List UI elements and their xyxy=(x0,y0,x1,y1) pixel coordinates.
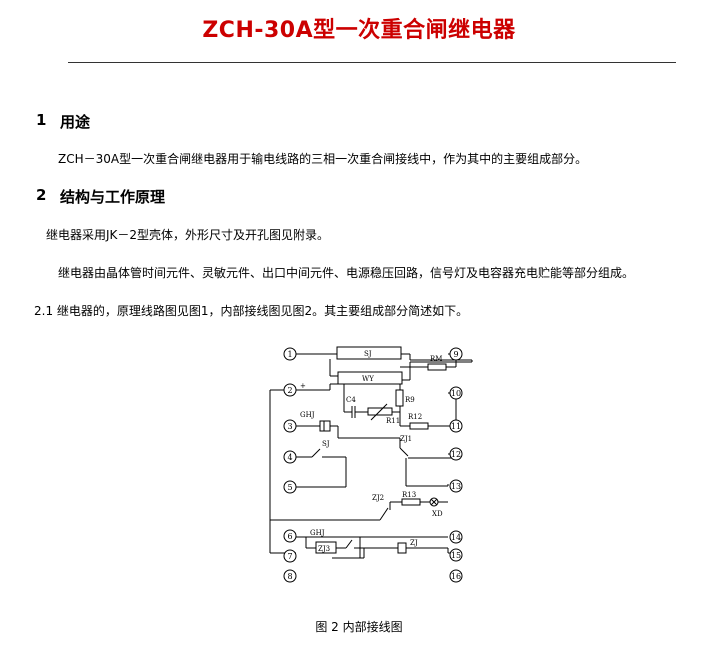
svg-text:9: 9 xyxy=(453,350,458,359)
title-rule xyxy=(68,62,676,63)
r12-resistor xyxy=(409,422,429,430)
terminal-9: 9 xyxy=(449,347,463,361)
terminal-1: 1 xyxy=(283,347,297,361)
section-1-title: 用途 xyxy=(60,113,91,131)
label-ghj-bottom: GHJ xyxy=(310,529,325,537)
terminal-3: 3 xyxy=(283,419,297,433)
svg-text:13: 13 xyxy=(451,482,461,491)
terminal-4: 4 xyxy=(283,450,297,464)
label-wy-box: WY xyxy=(362,375,374,383)
plus-sign: + xyxy=(300,382,306,390)
terminal-13: 13 xyxy=(449,479,463,493)
svg-text:7: 7 xyxy=(287,552,292,561)
section-2-title: 结构与工作原理 xyxy=(60,188,166,206)
terminal-6: 6 xyxy=(283,529,297,543)
svg-text:2: 2 xyxy=(287,386,292,395)
label-r9: R9 xyxy=(405,396,415,404)
document-title: ZCH-30A型一次重合闸继电器 xyxy=(202,18,516,43)
label-rm: RM xyxy=(430,355,442,363)
svg-text:15: 15 xyxy=(451,551,461,560)
terminal-14: 14 xyxy=(449,530,463,544)
terminal-16: 16 xyxy=(449,569,463,583)
label-r12: R12 xyxy=(408,413,422,421)
label-ghj-top: GHJ xyxy=(300,411,315,419)
ghj-relay-top xyxy=(319,420,331,432)
label-zj1: ZJ1 xyxy=(400,435,412,443)
section-1-number: 1 xyxy=(36,111,47,129)
svg-text:16: 16 xyxy=(451,572,461,581)
terminal-11: 11 xyxy=(449,419,463,433)
terminal-10: 10 xyxy=(449,386,463,400)
r13-resistor xyxy=(401,498,421,506)
r9-resistor xyxy=(395,389,404,407)
svg-text:8: 8 xyxy=(287,572,292,581)
svg-text:4: 4 xyxy=(287,453,292,462)
zj-relay xyxy=(397,542,407,554)
svg-text:5: 5 xyxy=(287,483,292,492)
internal-wiring-diagram: 1 2 3 4 5 6 7 8 9 10 11 12 13 14 15 16 +… xyxy=(269,346,473,583)
wy-box xyxy=(337,371,403,385)
terminal-2: 2 xyxy=(283,383,297,397)
label-sj-box: SJ xyxy=(364,350,372,358)
section-2-paragraph-1: 继电器采用JK－2型壳体，外形尺寸及开孔图见附录。 xyxy=(46,228,330,242)
terminal-8: 8 xyxy=(283,569,297,583)
rm-resistor xyxy=(427,363,447,371)
label-r13: R13 xyxy=(402,491,416,499)
svg-text:12: 12 xyxy=(451,450,461,459)
figure-caption: 图 2 内部接线图 xyxy=(315,620,403,634)
section-1-text: ZCH－30A型一次重合闸继电器用于输电线路的三相一次重合闸接线中，作为其中的主… xyxy=(58,152,588,166)
svg-text:6: 6 xyxy=(287,532,292,541)
xd-lamp xyxy=(429,497,439,507)
svg-text:3: 3 xyxy=(287,422,292,431)
svg-text:11: 11 xyxy=(451,422,461,431)
label-zj: ZJ xyxy=(410,539,418,547)
label-c4: C4 xyxy=(346,396,356,404)
svg-text:10: 10 xyxy=(451,389,461,398)
label-r11: R11 xyxy=(386,417,400,425)
section-2-paragraph-2: 继电器由晶体管时间元件、灵敏元件、出口中间元件、电源稳压回路，信号灯及电容器充电… xyxy=(58,266,635,280)
sj-box xyxy=(336,346,402,360)
terminal-15: 15 xyxy=(449,548,463,562)
label-zj3: ZJ3 xyxy=(318,545,330,553)
terminal-12: 12 xyxy=(449,447,463,461)
label-xd: XD xyxy=(432,510,443,518)
section-2-number: 2 xyxy=(36,186,47,204)
svg-text:1: 1 xyxy=(287,350,292,359)
terminal-7: 7 xyxy=(283,549,297,563)
section-2-1-text: 2.1 继电器的，原理线路图见图1，内部接线图见图2。其主要组成部分简述如下。 xyxy=(34,304,469,318)
svg-text:14: 14 xyxy=(451,533,461,542)
label-sj: SJ xyxy=(322,440,330,448)
label-zj2: ZJ2 xyxy=(372,494,384,502)
terminal-5: 5 xyxy=(283,480,297,494)
